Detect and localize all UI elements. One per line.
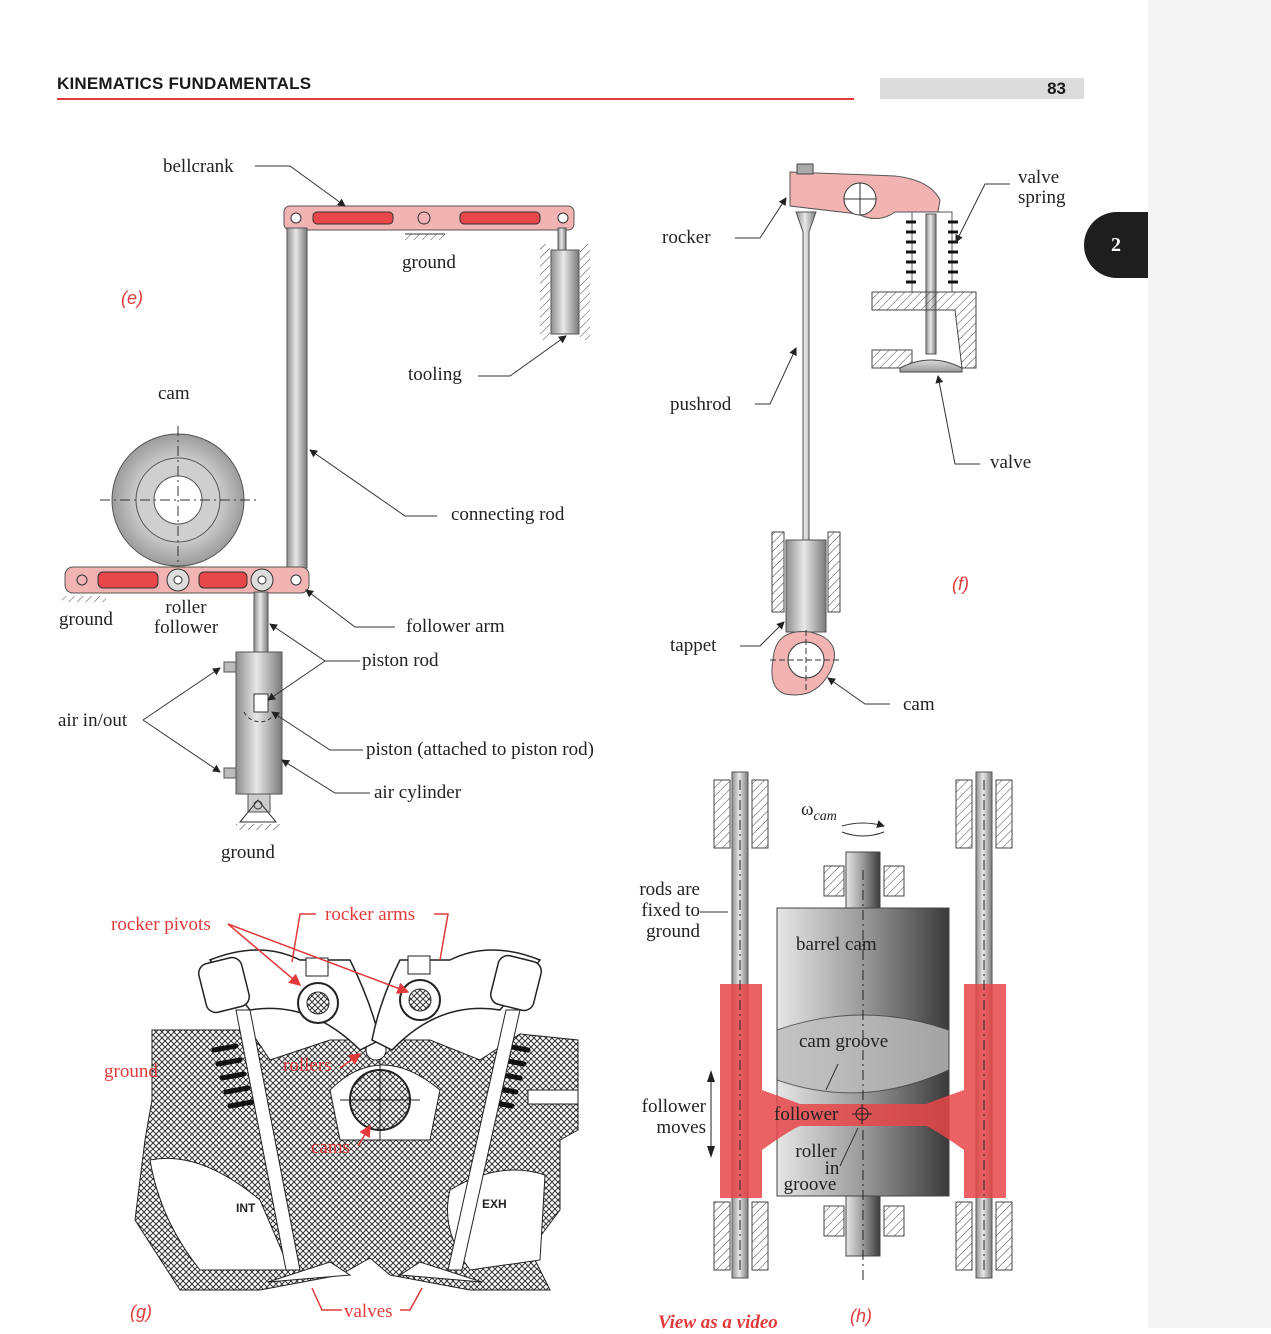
- label-roller-line2: follower: [153, 617, 219, 638]
- label-cam-e: cam: [158, 383, 190, 404]
- int-port-label: INT: [236, 1201, 256, 1215]
- label-roller-groove-line3: groove: [783, 1174, 837, 1195]
- label-valve-spring-line2: spring: [1018, 187, 1066, 208]
- label-ground-follower: ground: [59, 609, 113, 630]
- omega-symbol: ω: [801, 799, 814, 820]
- label-omega-cam: ωcam: [801, 799, 837, 827]
- exh-port-label: EXH: [482, 1197, 507, 1211]
- label-ground-g: ground: [104, 1061, 158, 1082]
- label-ground-bellcrank: ground: [402, 252, 456, 273]
- figure-h-drawing: [700, 771, 1013, 1280]
- omega-subscript: cam: [813, 808, 837, 824]
- label-rocker-arms: rocker arms: [325, 904, 416, 925]
- label-rollers: rollers: [283, 1055, 332, 1076]
- label-valves: valves: [344, 1301, 393, 1322]
- label-rods-line2: fixed to: [641, 900, 700, 921]
- label-rocker: rocker: [662, 227, 711, 248]
- page-edge-strip: [1148, 0, 1271, 1328]
- panel-label-h: (h): [850, 1306, 872, 1326]
- label-tappet: tappet: [670, 635, 717, 656]
- figure-f-drawing: [735, 163, 1010, 705]
- label-air-in-out: air in/out: [58, 710, 128, 731]
- chapter-tab[interactable]: 2: [1084, 212, 1148, 278]
- label-rods-line3: ground: [646, 921, 700, 942]
- panel-label-g: (g): [130, 1302, 152, 1322]
- label-follower-h: follower: [774, 1104, 839, 1125]
- label-valve-spring-line1: valve: [1018, 167, 1060, 188]
- label-rods-line1: rods are: [639, 879, 700, 900]
- label-rocker-pivots: rocker pivots: [111, 914, 211, 935]
- figure-g-drawing: INT EXH: [134, 913, 579, 1311]
- view-video-link[interactable]: View as a video: [658, 1312, 778, 1333]
- panel-label-e: (e): [121, 288, 143, 308]
- figure-e-drawing: [62, 165, 590, 830]
- label-cam-groove: cam groove: [799, 1031, 889, 1052]
- label-roller-groove-line2: in: [824, 1158, 840, 1179]
- label-air-cylinder: air cylinder: [374, 782, 462, 803]
- label-roller-groove-line1: roller: [795, 1141, 837, 1162]
- label-roller-line1: roller: [165, 597, 207, 618]
- label-barrel-cam: barrel cam: [796, 934, 877, 955]
- label-piston: piston (attached to piston rod): [366, 739, 594, 760]
- label-ground-cylinder: ground: [221, 842, 275, 863]
- running-header-title: KINEMATICS FUNDAMENTALS: [57, 74, 312, 93]
- label-pushrod: pushrod: [670, 394, 732, 415]
- label-connecting-rod: connecting rod: [451, 504, 565, 525]
- label-cam-f: cam: [903, 694, 935, 715]
- label-tooling: tooling: [408, 364, 462, 385]
- label-cams: cams: [311, 1137, 351, 1158]
- label-piston-rod: piston rod: [362, 650, 439, 671]
- header-rule: [57, 98, 854, 100]
- label-bellcrank: bellcrank: [163, 156, 234, 177]
- label-follower-arm: follower arm: [406, 616, 505, 637]
- panel-label-f: (f): [952, 574, 969, 594]
- page-number: 83: [880, 78, 1084, 99]
- label-follower-moves-line1: follower: [641, 1096, 706, 1117]
- label-follower-moves-line2: moves: [656, 1117, 706, 1138]
- label-valve: valve: [990, 452, 1032, 473]
